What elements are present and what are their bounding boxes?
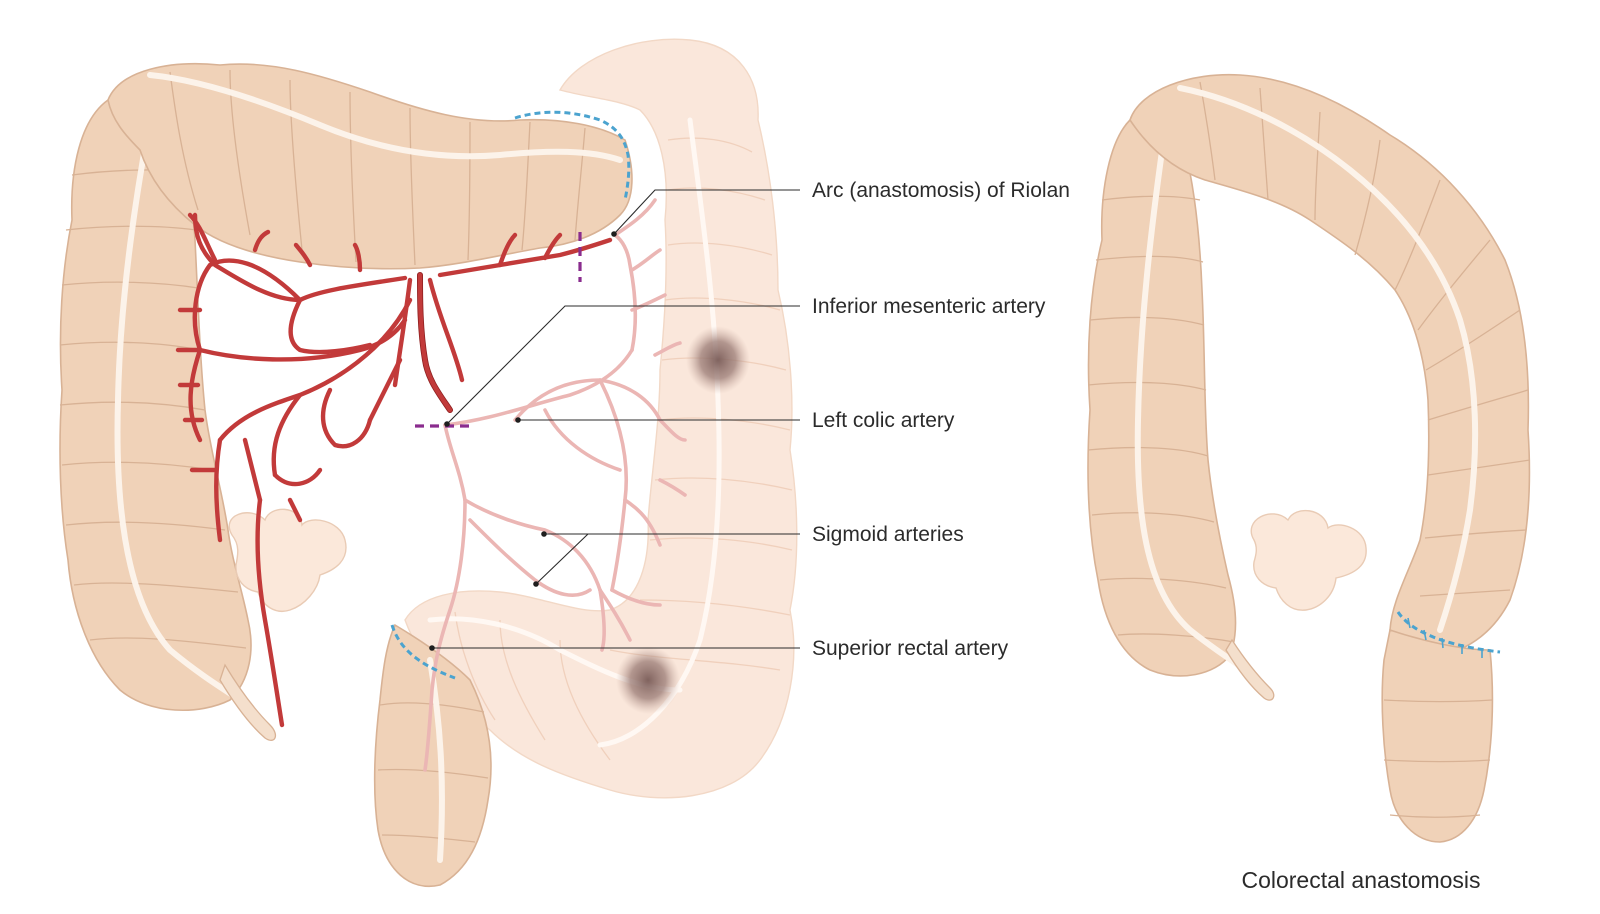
tumor-upper bbox=[686, 326, 750, 394]
label-leaders bbox=[429, 189, 800, 651]
leader-dot-left-colic bbox=[515, 417, 521, 423]
leader-dot-riolan bbox=[611, 231, 617, 237]
ascending-colon bbox=[59, 99, 252, 712]
leader-riolan bbox=[613, 189, 800, 235]
caption-colorectal-anastomosis: Colorectal anastomosis bbox=[1241, 867, 1480, 893]
anastomosis-ascending-colon bbox=[1087, 119, 1237, 677]
label-left-colic: Left colic artery bbox=[812, 409, 955, 432]
tumor-lower bbox=[616, 646, 680, 714]
leader-sigmoid-lower bbox=[535, 533, 589, 585]
anastomosis-small-intestine bbox=[1250, 509, 1367, 611]
anastomosis-rectum bbox=[1381, 628, 1494, 843]
suture-ticks bbox=[1407, 617, 1483, 658]
label-sigmoid: Sigmoid arteries bbox=[812, 523, 964, 546]
full-colon-figure: Arc (anastomosis) of Riolan Inferior mes… bbox=[59, 38, 1070, 887]
leader-dot-ima bbox=[444, 421, 450, 427]
resection-line-distal bbox=[390, 624, 456, 680]
leader-ima bbox=[446, 305, 800, 425]
small-intestine-stump bbox=[228, 508, 347, 612]
superior-mesenteric-vessels bbox=[175, 212, 613, 728]
leader-dot-superior-rectal bbox=[429, 645, 435, 651]
label-riolan: Arc (anastomosis) of Riolan bbox=[812, 179, 1070, 202]
leader-dot-sigmoid-lower bbox=[533, 581, 539, 587]
appendix bbox=[219, 663, 277, 741]
leader-dot-sigmoid-upper bbox=[541, 531, 547, 537]
resected-segment bbox=[404, 38, 798, 799]
label-superior-rectal: Superior rectal artery bbox=[812, 637, 1009, 660]
rectum bbox=[373, 623, 492, 887]
anastomosis-appendix bbox=[1225, 638, 1275, 701]
inferior-mesenteric-vessels bbox=[423, 198, 687, 772]
resection-line-proximal bbox=[514, 110, 631, 201]
anastomosis-figure: Colorectal anastomosis bbox=[1087, 73, 1531, 893]
label-ima: Inferior mesenteric artery bbox=[812, 295, 1046, 318]
